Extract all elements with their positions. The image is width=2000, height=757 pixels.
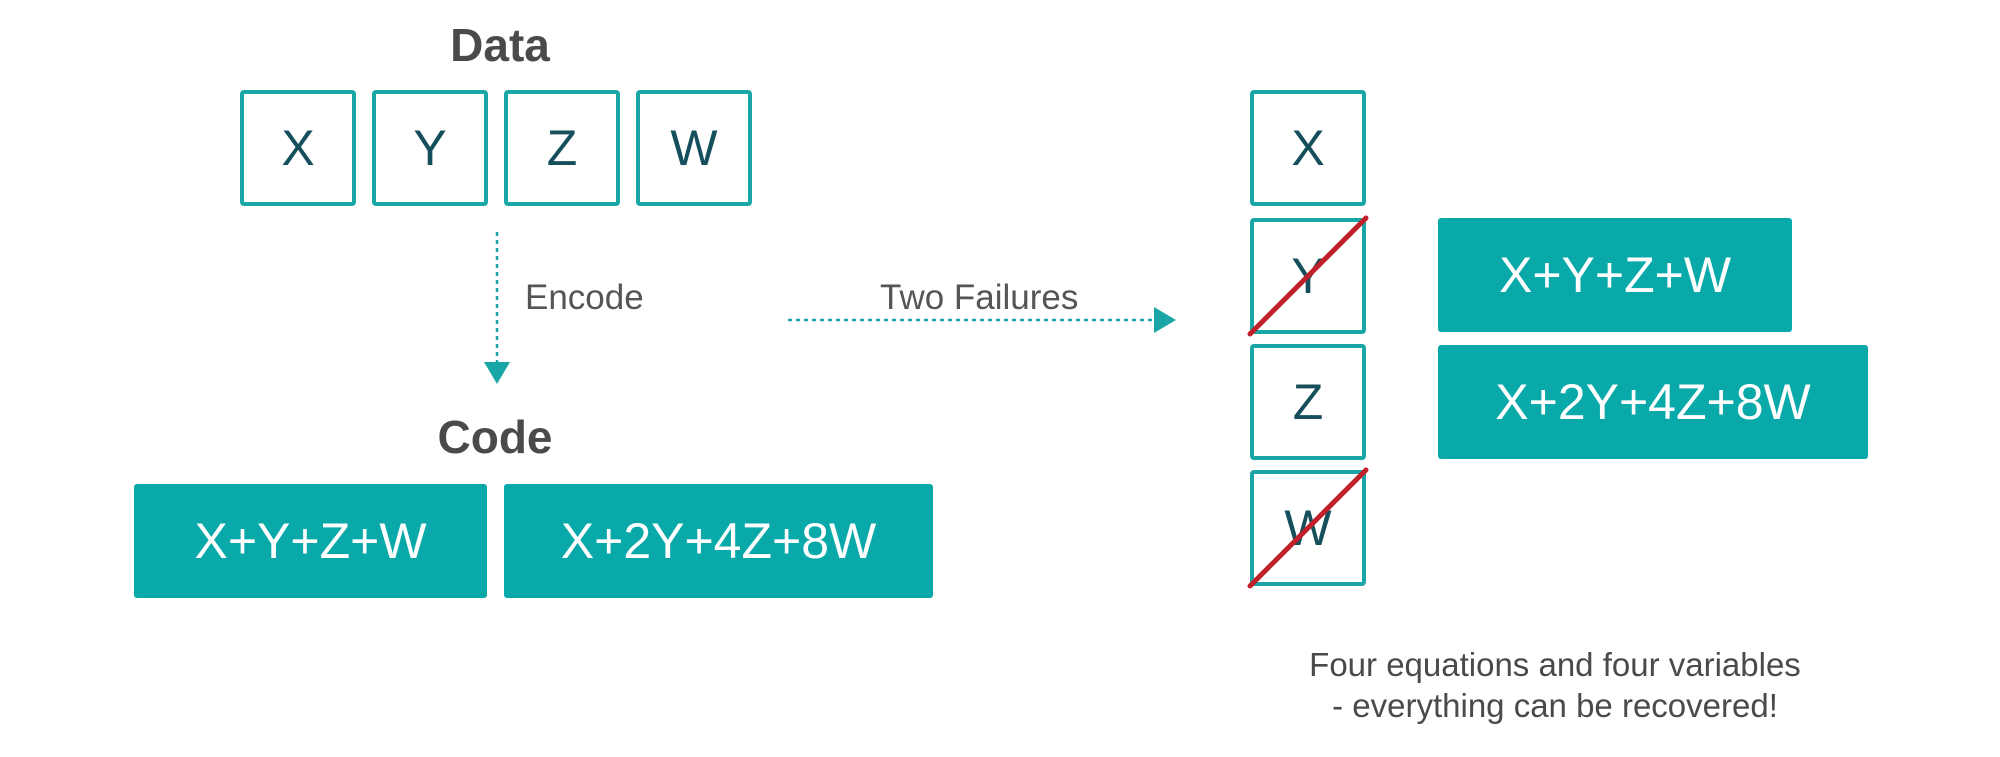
stored-var-box-x: X (1250, 90, 1366, 206)
recovered-equation-box: X+Y+Z+W (1438, 218, 1792, 332)
encode-arrow-head (484, 362, 510, 384)
recovery-note-line-2: - everything can be recovered! (1332, 687, 1778, 724)
stored-var-box-w-failed: W (1250, 470, 1366, 586)
stored-var-label: W (1284, 500, 1332, 556)
stored-var-box-y-failed: Y (1250, 218, 1366, 334)
two-failures-label: Two Failures (880, 278, 1079, 317)
data-var-box-z: Z (504, 90, 620, 206)
recovered-equation-text: X+Y+Z+W (1498, 247, 1732, 303)
data-var-box-w: W (636, 90, 752, 206)
data-heading: Data (450, 19, 550, 71)
failures-arrow-head (1154, 307, 1176, 333)
stored-var-label: Z (1292, 374, 1324, 430)
data-var-label: W (670, 120, 718, 176)
code-equation-text: X+Y+Z+W (194, 513, 427, 569)
data-var-box-y: Y (372, 90, 488, 206)
stored-var-label: X (1291, 120, 1325, 176)
encode-label: Encode (525, 278, 644, 317)
data-var-label: X (281, 120, 315, 176)
recovered-equation-box: X+2Y+4Z+8W (1438, 345, 1868, 459)
stored-var-label: Y (1291, 248, 1325, 304)
recovered-equation-text: X+2Y+4Z+8W (1495, 374, 1811, 430)
stored-var-box-z: Z (1250, 344, 1366, 460)
data-var-box-x: X (240, 90, 356, 206)
recovery-note: Four equations and four variables - ever… (1255, 644, 1855, 726)
code-equation-text: X+2Y+4Z+8W (560, 513, 877, 569)
code-equation-box: X+2Y+4Z+8W (504, 484, 933, 598)
data-var-label: Z (546, 120, 578, 176)
data-var-label: Y (413, 120, 447, 176)
recovery-note-line-1: Four equations and four variables (1309, 646, 1801, 683)
code-heading: Code (437, 411, 553, 463)
code-equation-box: X+Y+Z+W (134, 484, 487, 598)
